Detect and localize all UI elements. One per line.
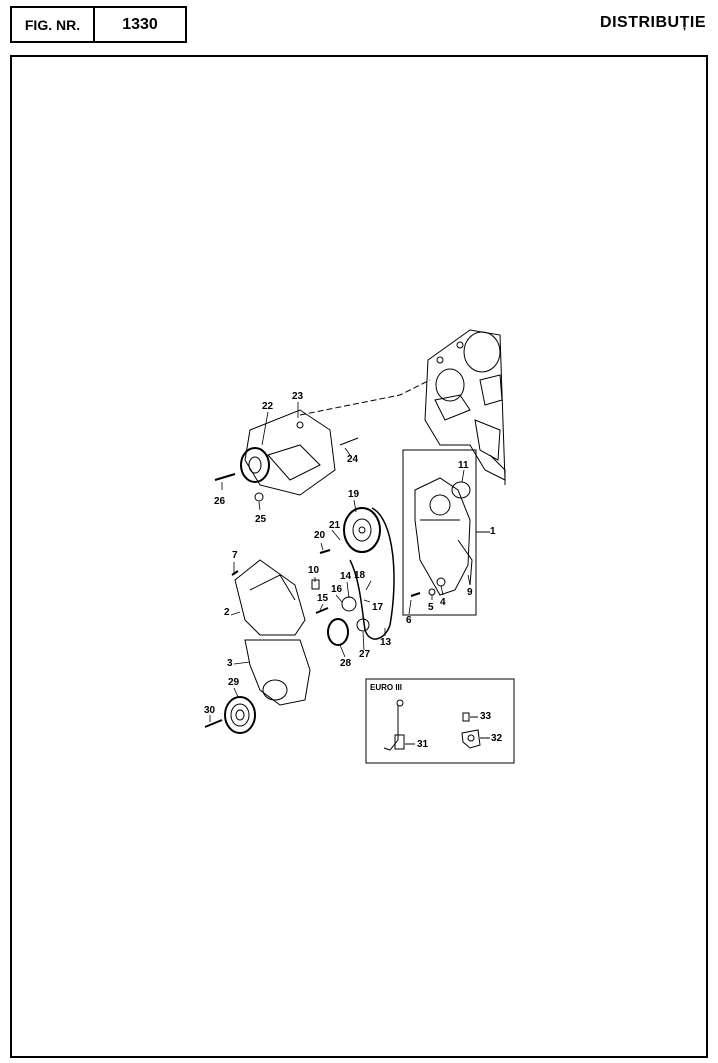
o-ring-11 xyxy=(451,481,471,499)
callout-4: 4 xyxy=(440,597,446,608)
sensor-32 xyxy=(461,729,490,749)
callout-9: 9 xyxy=(467,587,473,598)
callout-26: 26 xyxy=(214,496,226,507)
callout-10: 10 xyxy=(308,565,320,576)
bolt-26 xyxy=(214,473,236,481)
bolt-15 xyxy=(315,607,329,614)
callout-2: 2 xyxy=(224,607,230,618)
callout-30: 30 xyxy=(204,705,216,716)
washer-5 xyxy=(428,588,436,596)
callout-15: 15 xyxy=(317,593,329,604)
crank-sprocket xyxy=(327,618,349,646)
callout-1: 1 xyxy=(490,526,496,537)
leader-lines xyxy=(209,402,471,722)
callout-7: 7 xyxy=(232,550,238,561)
diagram-frame xyxy=(10,55,708,1058)
cover-group-bracket xyxy=(402,449,477,616)
callout-22: 22 xyxy=(262,401,274,412)
engine-block xyxy=(424,329,506,485)
bolt-7 xyxy=(231,570,239,576)
callout-3: 3 xyxy=(227,658,233,669)
figure-number-box: FIG. NR. 1330 xyxy=(10,6,187,43)
figure-number: 1330 xyxy=(122,15,158,33)
callout-17: 17 xyxy=(372,602,384,613)
callout-33: 33 xyxy=(480,711,492,722)
inset-label: EURO III xyxy=(370,683,403,692)
front-cover-upper xyxy=(234,559,306,636)
key-10 xyxy=(311,579,320,590)
figure-label: FIG. NR. xyxy=(12,8,95,41)
euro3-inset-box xyxy=(365,678,515,764)
callout-20: 20 xyxy=(314,530,326,541)
bolt-30 xyxy=(204,719,223,728)
callout-18: 18 xyxy=(354,570,366,581)
callout-13: 13 xyxy=(380,637,392,648)
front-cover-lower xyxy=(244,639,311,706)
callout-23: 23 xyxy=(292,391,304,402)
callout-25: 25 xyxy=(255,514,267,525)
callout-6: 6 xyxy=(406,615,412,626)
washer-4 xyxy=(436,577,446,587)
callout-16: 16 xyxy=(331,584,343,595)
bolt-33 xyxy=(462,712,478,722)
callout-31: 31 xyxy=(417,739,429,750)
nut-25 xyxy=(254,492,264,502)
callout-28: 28 xyxy=(340,658,352,669)
bolt-6 xyxy=(410,592,421,597)
assembly-line xyxy=(299,379,431,416)
water-pump xyxy=(240,409,336,496)
callout-21: 21 xyxy=(329,520,341,531)
timing-belt xyxy=(349,507,395,640)
callout-11: 11 xyxy=(458,460,469,471)
sensor-31 xyxy=(383,699,415,751)
callout-5: 5 xyxy=(428,602,434,613)
bolt-20 xyxy=(319,549,331,554)
washer-27 xyxy=(356,618,370,632)
stud-24 xyxy=(339,437,359,446)
callout-24: 24 xyxy=(347,454,359,465)
rear-cover xyxy=(414,477,473,596)
callout-19: 19 xyxy=(348,489,360,500)
page-title: DISTRIBUȚIE xyxy=(600,14,706,31)
crank-pulley xyxy=(224,696,256,734)
tensioner-14 xyxy=(341,596,357,612)
callout-32: 32 xyxy=(491,733,503,744)
callout-29: 29 xyxy=(228,677,240,688)
cam-gear xyxy=(343,507,381,553)
callout-14: 14 xyxy=(340,571,352,582)
callout-27: 27 xyxy=(359,649,371,660)
